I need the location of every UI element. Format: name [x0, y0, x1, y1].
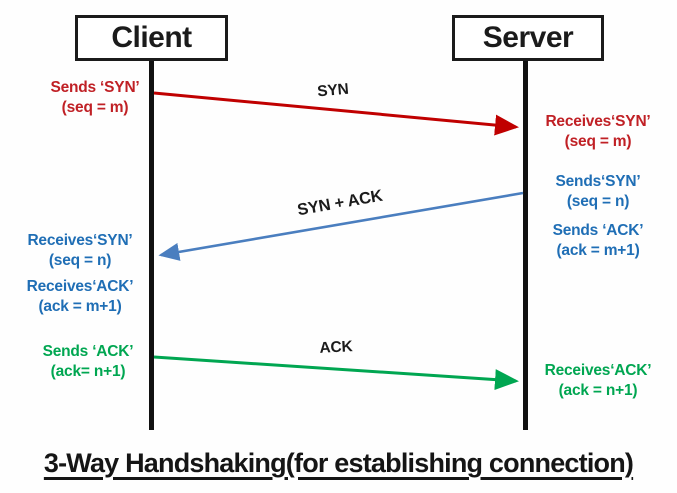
annotation-line: (ack= n+1) [50, 363, 126, 380]
annotation-line: Sends ‘SYN’ [50, 79, 140, 96]
annotation-line: Receives‘SYN’ [27, 232, 133, 249]
server-lifeline [523, 60, 528, 430]
server-actor-label: Server [482, 21, 574, 54]
ack-arrow [153, 355, 519, 391]
annotation-line: Sends ‘ACK’ [42, 343, 134, 360]
server-receives-syn-annotation: Receives‘SYN’ (seq = m) [523, 112, 673, 152]
annotation-line: (seq = n) [48, 252, 112, 269]
syn-ack-arrow [158, 191, 524, 261]
client-receives-ack-annotation: Receives‘ACK’ (ack = m+1) [5, 277, 155, 317]
annotation-line: (seq = m) [61, 99, 129, 116]
annotation-line: Sends ‘ACK’ [552, 222, 644, 239]
client-actor-label: Client [111, 21, 192, 54]
client-actor-box: Client [75, 15, 228, 61]
server-receives-ack-annotation: Receives‘ACK’ (ack = n+1) [523, 361, 673, 401]
annotation-line: (ack = m+1) [38, 298, 122, 315]
server-sends-ack-annotation: Sends ‘ACK’ (ack = m+1) [523, 221, 673, 261]
client-sends-ack-annotation: Sends ‘ACK’ (ack= n+1) [13, 342, 163, 382]
server-actor-box: Server [452, 15, 604, 61]
server-sends-syn-annotation: Sends‘SYN’ (seq = n) [523, 172, 673, 212]
client-lifeline [149, 60, 154, 430]
annotation-line: (ack = n+1) [558, 382, 638, 399]
syn-arrow [153, 91, 519, 136]
annotation-line: Receives‘SYN’ [545, 113, 651, 130]
annotation-line: Receives‘ACK’ [544, 362, 652, 379]
diagram-title: 3-Way Handshaking(for establishing conne… [43, 448, 634, 478]
annotation-line: (ack = m+1) [556, 242, 640, 259]
client-receives-syn-annotation: Receives‘SYN’ (seq = n) [5, 231, 155, 271]
ack-message-label: ACK [319, 338, 353, 357]
annotation-line: (seq = m) [564, 133, 632, 150]
annotation-line: Receives‘ACK’ [26, 278, 134, 295]
annotation-line: (seq = n) [566, 193, 630, 210]
client-sends-syn-annotation: Sends ‘SYN’ (seq = m) [20, 78, 170, 118]
annotation-line: Sends‘SYN’ [555, 173, 641, 190]
